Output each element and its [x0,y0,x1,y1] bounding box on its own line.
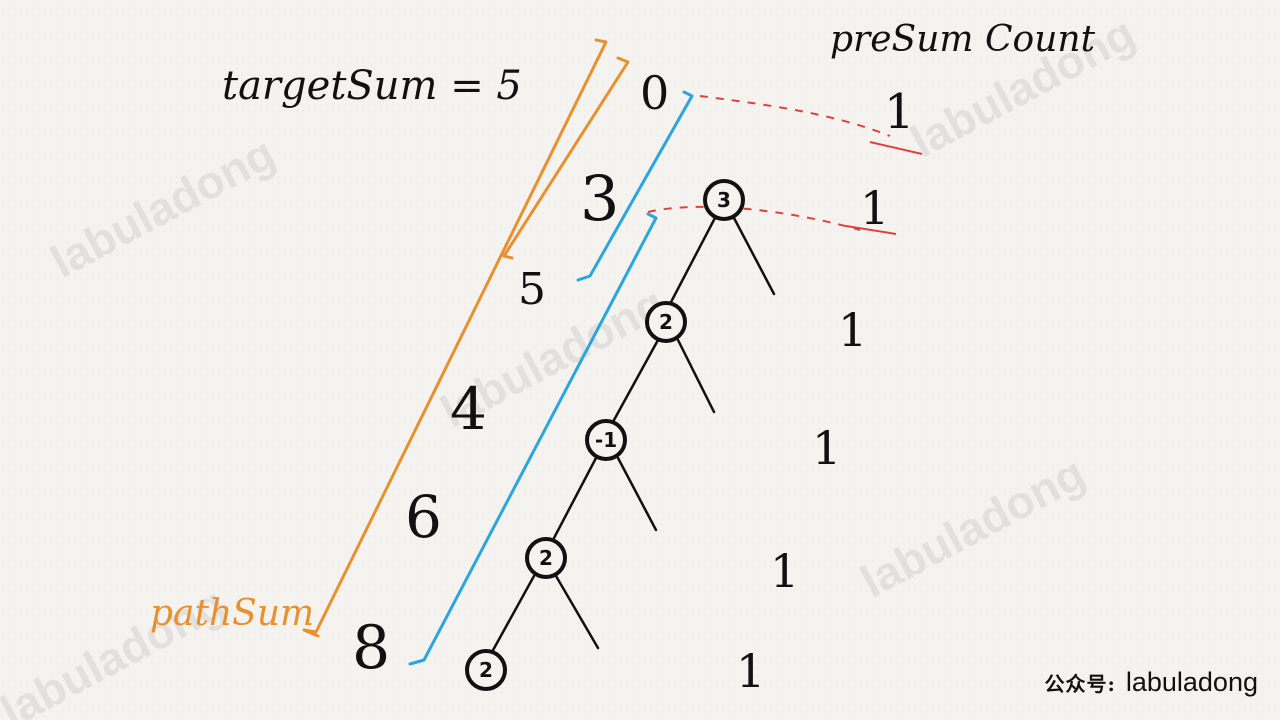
tree-node-circle [703,179,745,221]
presum-count-value: 1 [736,644,766,698]
tree-node-label: 2 [479,658,493,682]
tree-node-circle [525,537,567,579]
presum-count-header: preSum Count [830,19,1096,60]
presum-count-value: 1 [860,181,890,235]
red-dashed-connector [647,205,861,231]
prefix-sum-value: 5 [518,264,546,315]
prefix-sum-value: 3 [580,162,620,235]
orange-bracket-outer [302,38,608,638]
tree-edge [676,338,716,414]
presum-count-value: 1 [770,544,800,598]
prefix-sum-value: 4 [450,375,487,443]
prefix-sum-value: 0 [640,66,670,120]
footer-name: labuladong [1125,667,1258,697]
blue-bracket-lower [408,212,658,666]
tree-node-label: 2 [539,546,553,570]
footer-credit: 公众号: labuladong [1044,667,1258,698]
red-dashed-connector [699,95,891,137]
footer-prefix: 公众号: [1044,672,1116,696]
tree-edge [612,338,660,422]
presum-count-value: 1 [812,421,842,475]
red-underline [845,225,897,235]
red-underline [869,141,923,155]
tree-node-label: 2 [659,310,673,334]
tree-node-circle [465,649,507,691]
presum-count-value: 1 [884,84,915,140]
target-sum-label: targetSum = 5 [222,63,522,109]
prefix-sum-value: 6 [405,483,442,551]
presum-count-value: 1 [838,303,868,357]
tree-edge [668,214,718,306]
tree-edge [732,216,776,296]
tree-edge [554,574,600,650]
tree-node-label: 3 [717,188,731,212]
tree-node-label: -1 [595,428,617,452]
blue-bracket-upper [576,90,694,282]
tree-edge [552,456,598,540]
tree-node-circle [585,419,627,461]
tree-edge [616,456,658,532]
prefix-sum-value: 8 [352,613,391,683]
tree-node-circle [645,301,687,343]
path-sum-label: pathSum [150,593,315,634]
orange-bracket-inner [502,56,630,260]
tree-edge [490,574,536,654]
